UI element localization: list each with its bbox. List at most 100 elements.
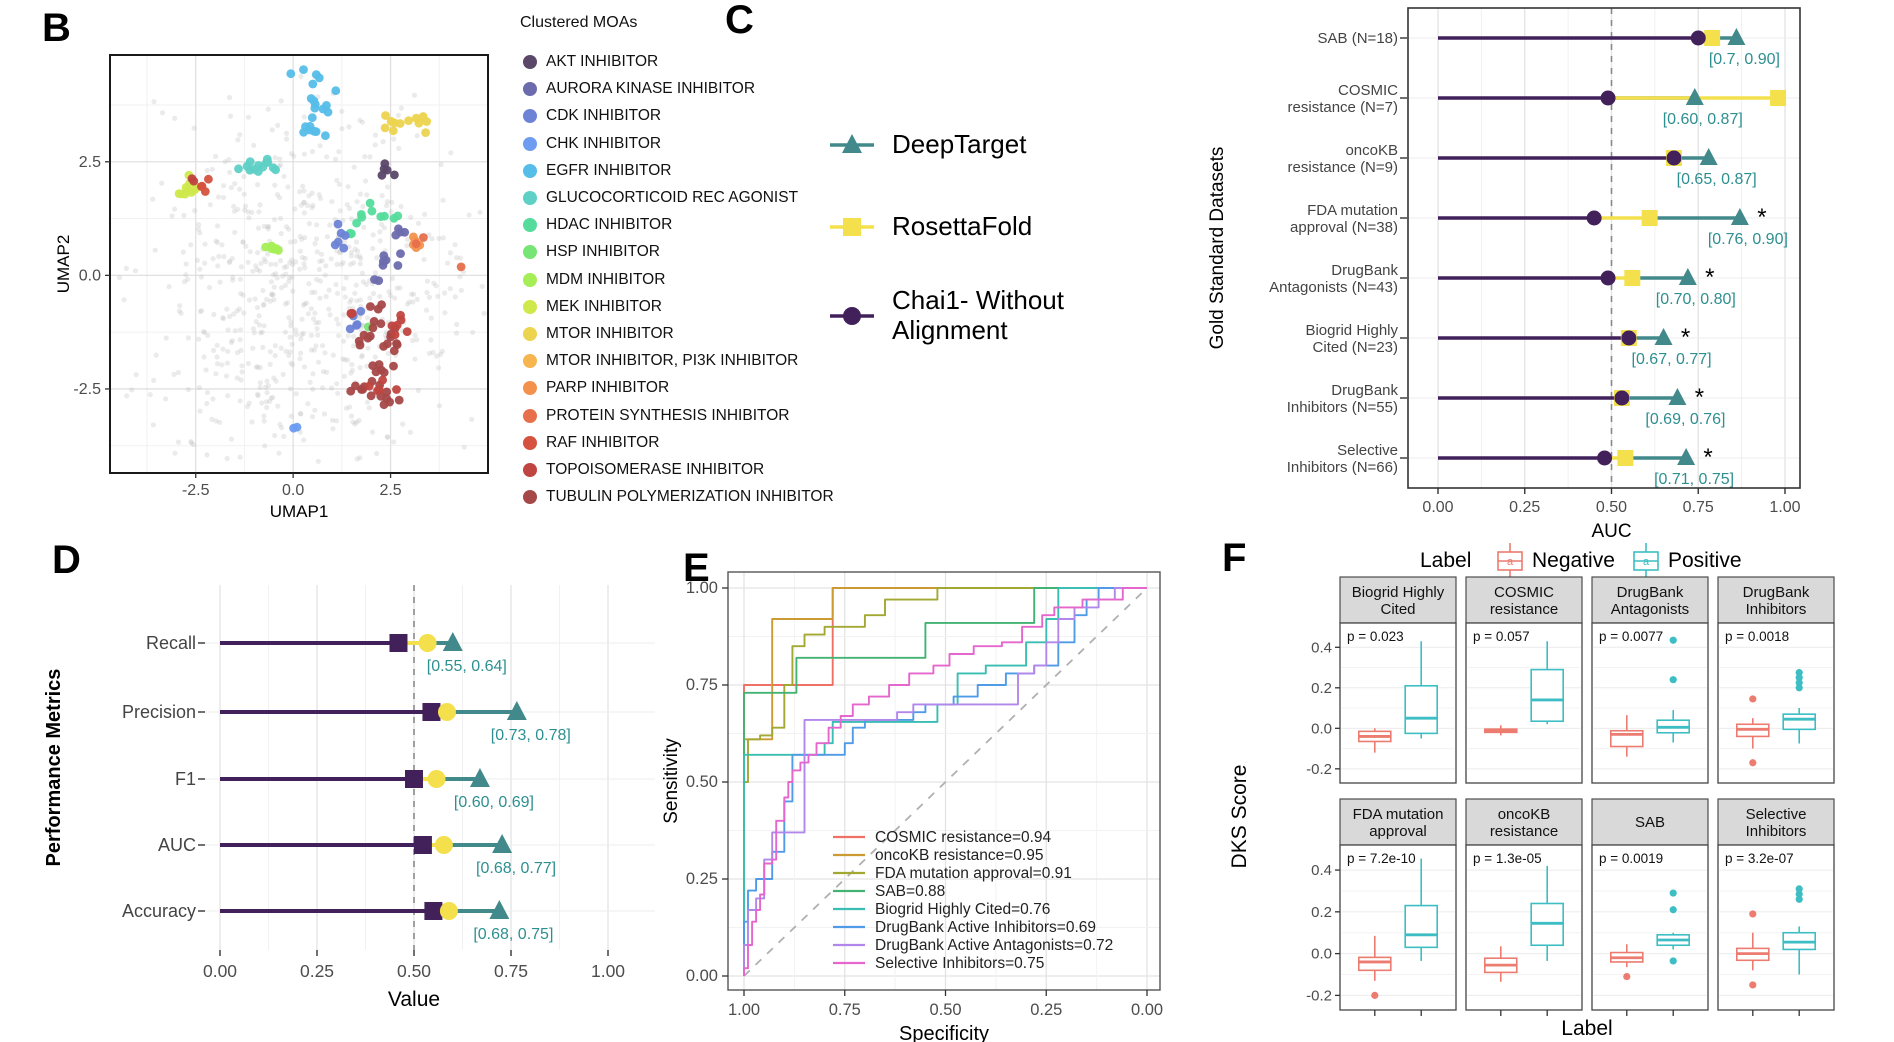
deeptarget-marker (1677, 448, 1696, 465)
background-point (272, 217, 278, 223)
background-point (219, 242, 225, 248)
background-point (347, 404, 353, 410)
background-point (234, 350, 241, 356)
significance-star: * (1703, 444, 1712, 471)
confidence-interval: [0.70, 0.80] (1656, 291, 1736, 308)
background-point (281, 173, 287, 179)
background-point (188, 242, 194, 248)
background-point (251, 330, 257, 336)
background-point (344, 202, 350, 208)
background-point (347, 299, 353, 305)
background-point (197, 408, 203, 414)
background-point (428, 315, 434, 321)
rosettafold-marker (437, 703, 456, 721)
background-point (415, 387, 421, 394)
y-tick-label: 0.0 (79, 267, 101, 284)
background-point (269, 292, 275, 298)
deeptarget-marker (442, 632, 463, 651)
background-point (322, 272, 328, 278)
background-point (290, 288, 296, 294)
background-point (251, 142, 257, 148)
moa-point (368, 323, 378, 333)
outlier-point (1669, 906, 1677, 914)
deeptarget-marker (489, 900, 510, 919)
moa-point (189, 176, 199, 186)
background-point (288, 319, 294, 325)
rosettafold-marker (1641, 210, 1658, 226)
y-tick-label: 1.00 (686, 579, 718, 597)
x-tick-label: 0.25 (1030, 1001, 1062, 1019)
background-point (439, 348, 445, 354)
legend-key-letter: a (1643, 556, 1650, 568)
background-point (238, 291, 244, 297)
background-point (406, 299, 412, 305)
background-point (404, 243, 410, 249)
outlier-point (1749, 981, 1757, 989)
background-point (234, 375, 240, 381)
background-point (349, 362, 355, 368)
facet-header (1339, 576, 1457, 624)
moa-point (345, 324, 355, 334)
moa-color-swatch (523, 218, 537, 233)
background-point (412, 332, 418, 338)
moa-color-swatch (523, 490, 537, 505)
plot-background (110, 55, 488, 473)
background-point (316, 319, 322, 325)
background-point (269, 127, 275, 133)
moa-point (374, 385, 384, 394)
background-point (330, 352, 336, 358)
moa-point (357, 385, 366, 394)
background-point (256, 209, 262, 215)
background-point (354, 199, 360, 205)
background-point (280, 371, 286, 377)
background-point (214, 239, 220, 245)
box (1404, 684, 1438, 735)
moa-point (364, 381, 374, 391)
background-point (206, 284, 213, 291)
background-point (287, 349, 293, 355)
moa-point (333, 219, 343, 229)
background-point (445, 260, 451, 266)
background-point (349, 216, 355, 222)
moa-point (352, 320, 362, 329)
facet-title: Cited (1380, 601, 1415, 618)
background-point (348, 413, 355, 419)
background-point (259, 329, 265, 335)
moa-point (394, 395, 404, 405)
outlier-point (1749, 910, 1757, 918)
background-point (299, 236, 305, 242)
background-point (342, 294, 348, 300)
background-point (194, 257, 200, 263)
background-point (298, 202, 304, 208)
background-point (314, 277, 320, 283)
moa-legend-item: PARP INHIBITOR (515, 376, 669, 400)
rosettafold-marker (1770, 90, 1787, 106)
background-point (442, 290, 448, 296)
background-point (287, 334, 293, 340)
background-point (372, 270, 379, 276)
background-point (336, 149, 342, 155)
background-point (310, 202, 316, 208)
roc-legend-label: COSMIC resistance=0.94 (875, 829, 1052, 846)
background-point (354, 298, 360, 304)
p-value-label: p = 0.0018 (1725, 629, 1789, 644)
moa-point (356, 306, 366, 316)
chai1-marker (424, 902, 443, 920)
rosettafold-marker (434, 836, 453, 854)
background-point (317, 195, 323, 201)
plot-background (1408, 8, 1800, 488)
background-point (388, 293, 394, 299)
moa-legend-item: MTOR INHIBITOR (515, 322, 674, 346)
moa-point (419, 233, 428, 242)
confidence-interval: [0.7, 0.90] (1709, 51, 1780, 68)
facet-plot-border (1465, 622, 1583, 784)
facet-title: resistance (1490, 601, 1558, 618)
moa-point (339, 243, 349, 253)
circle-legend-glyph (830, 306, 874, 325)
outlier-point (1795, 684, 1803, 692)
background-point (457, 274, 463, 280)
background-point (340, 356, 346, 362)
background-point (305, 401, 311, 407)
moa-color-swatch (523, 408, 537, 423)
background-point (283, 264, 290, 270)
